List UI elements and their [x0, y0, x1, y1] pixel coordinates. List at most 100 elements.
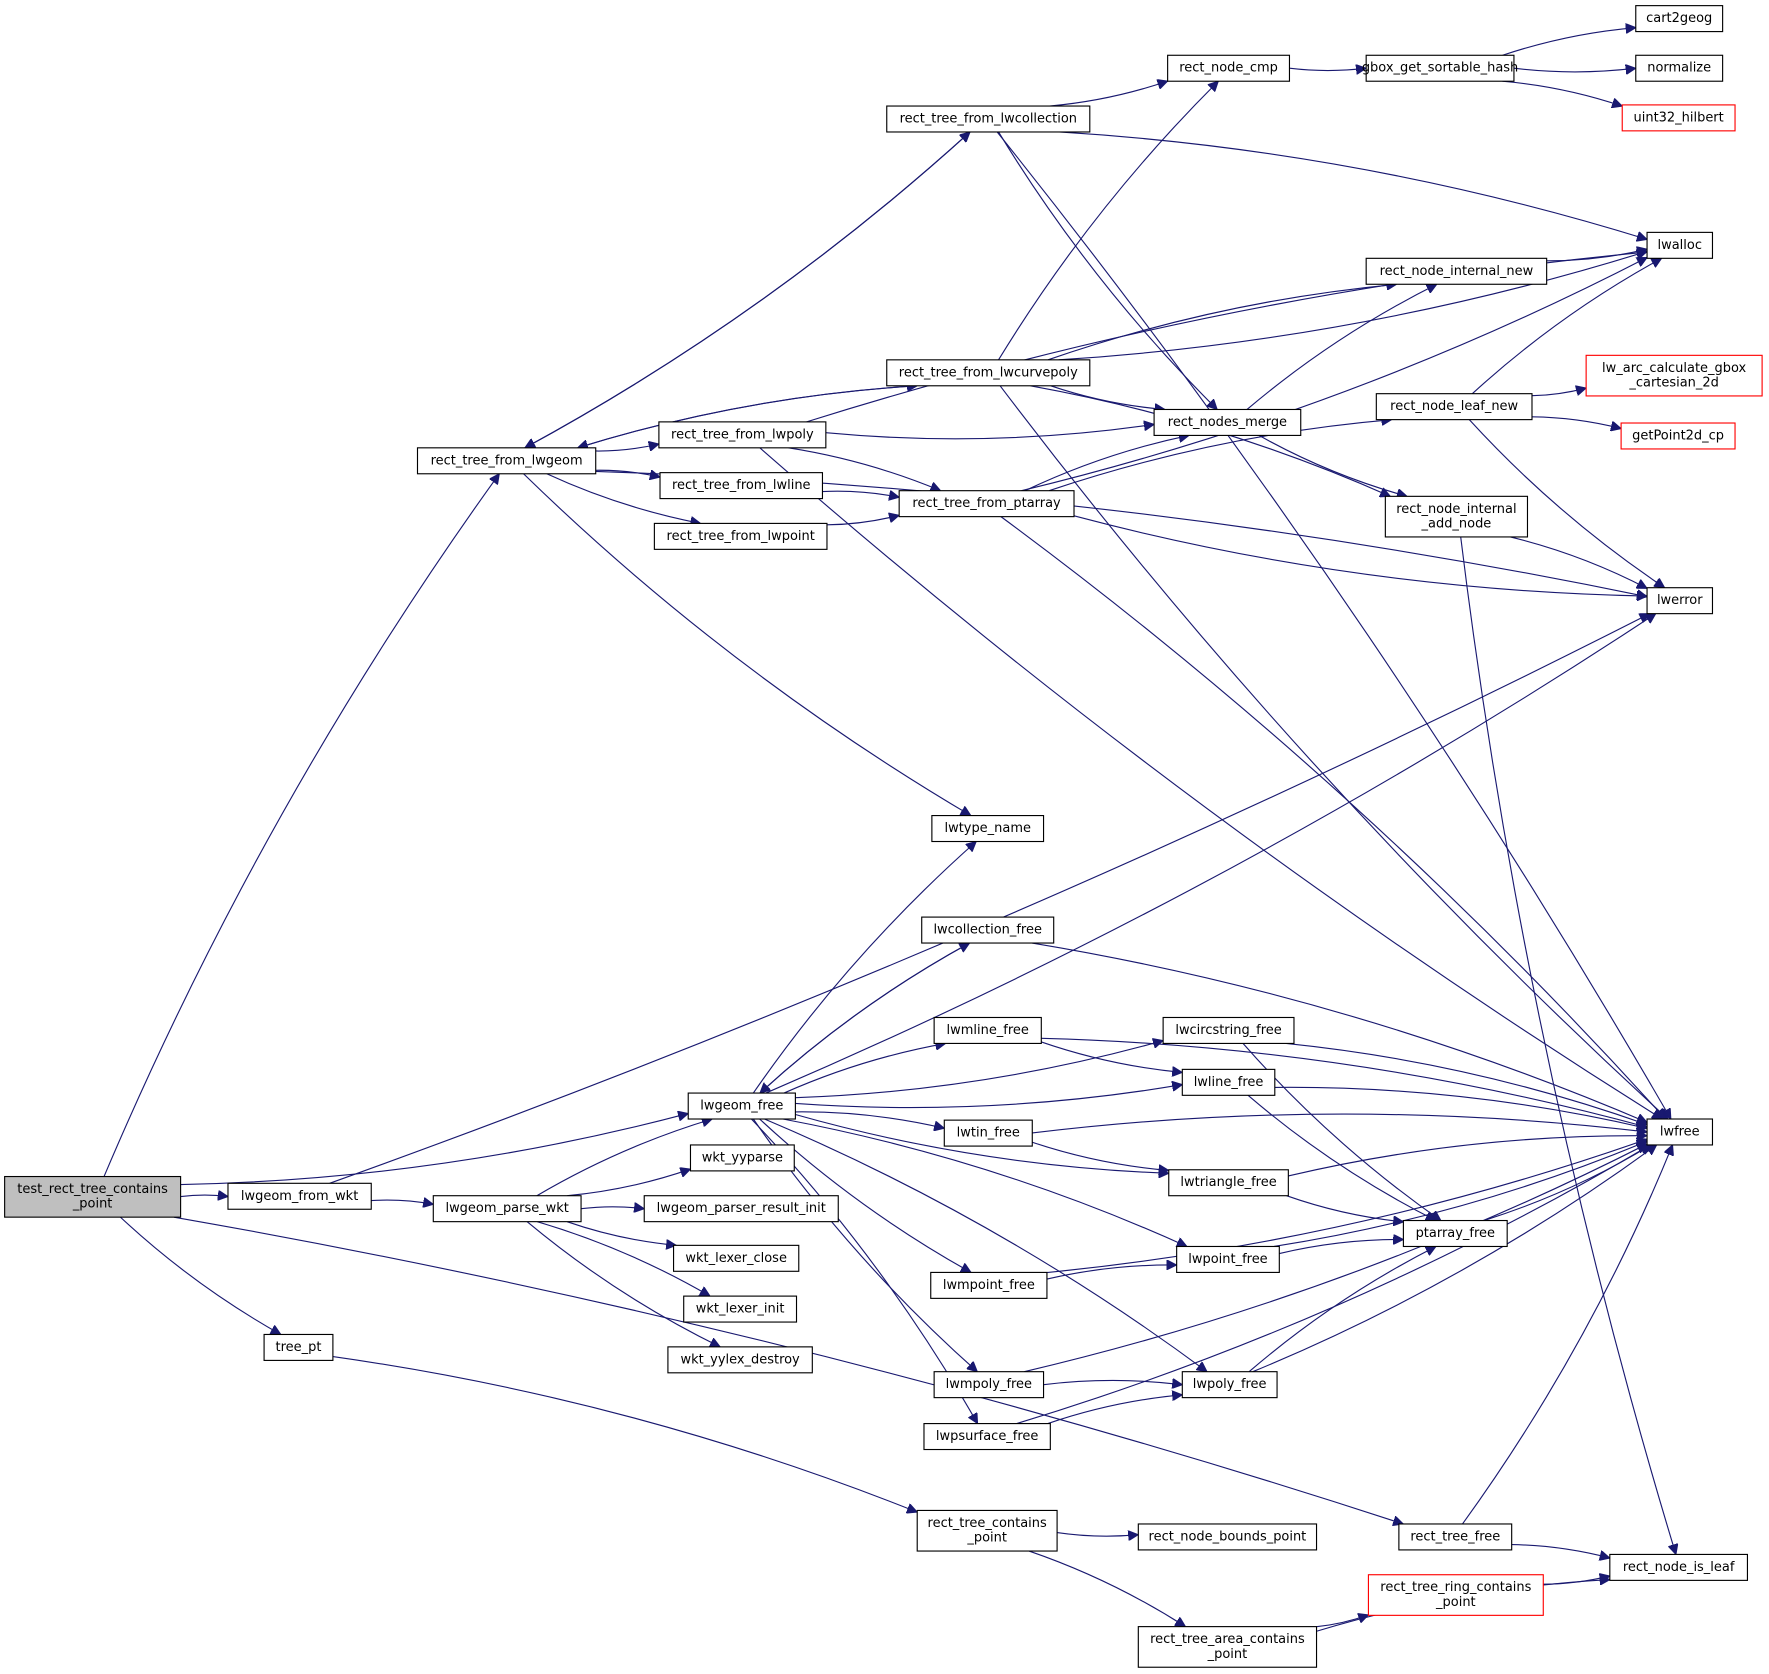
node-box[interactable]	[916, 1509, 1058, 1552]
node-box[interactable]	[1375, 393, 1533, 421]
node-rn_is_leaf[interactable]: rect_node_is_leaf	[1609, 1553, 1749, 1581]
node-lwerror[interactable]: lwerror	[1646, 587, 1714, 615]
node-box[interactable]	[416, 447, 597, 475]
node-box[interactable]	[689, 1144, 795, 1172]
node-box[interactable]	[898, 490, 1075, 518]
node-rn_merge[interactable]: rect_nodes_merge	[1153, 408, 1302, 436]
node-box[interactable]	[227, 1182, 372, 1210]
node-box[interactable]	[653, 522, 828, 550]
node-rt_ring[interactable]: rect_tree_ring_contains_point	[1367, 1574, 1544, 1616]
node-box[interactable]	[1609, 1553, 1749, 1581]
node-lwtype_name[interactable]: lwtype_name	[931, 815, 1045, 843]
node-lwgeom_from_wkt[interactable]: lwgeom_from_wkt	[227, 1182, 372, 1210]
node-rt_contains[interactable]: rect_tree_contains_point	[916, 1509, 1058, 1552]
node-yylex_destroy[interactable]: wkt_yylex_destroy	[667, 1346, 813, 1374]
node-box[interactable]	[1646, 587, 1714, 615]
node-lwpsurf_free[interactable]: lwpsurface_free	[923, 1423, 1051, 1451]
node-box[interactable]	[1402, 1219, 1508, 1248]
node-box[interactable]	[1168, 1169, 1289, 1197]
node-box[interactable]	[1153, 408, 1302, 436]
node-box[interactable]	[1384, 495, 1529, 538]
node-lexer_close[interactable]: wkt_lexer_close	[672, 1244, 800, 1272]
node-box[interactable]	[1137, 1523, 1318, 1551]
node-box[interactable]	[1181, 1068, 1276, 1096]
node-box[interactable]	[687, 1092, 796, 1120]
node-rn_int_new[interactable]: rect_node_internal_new	[1365, 257, 1548, 285]
node-box[interactable]	[943, 1119, 1033, 1147]
node-lwtin_free[interactable]: lwtin_free	[943, 1119, 1033, 1147]
node-lwfree[interactable]: lwfree	[1646, 1118, 1714, 1146]
node-rtf_lwline[interactable]: rect_tree_from_lwline	[659, 472, 824, 500]
node-lwgeom_free[interactable]: lwgeom_free	[687, 1092, 796, 1120]
node-lwmpoly_free[interactable]: lwmpoly_free	[933, 1371, 1045, 1399]
node-gbox_hash[interactable]: gbox_get_sortable_hash	[1362, 54, 1518, 82]
node-box[interactable]	[643, 1195, 839, 1223]
node-lwmpoint_free[interactable]: lwmpoint_free	[930, 1271, 1048, 1299]
node-root[interactable]: test_rect_tree_contains_point	[4, 1175, 182, 1218]
node-lwcoll_free[interactable]: lwcollection_free	[921, 916, 1055, 944]
node-box[interactable]	[886, 359, 1091, 387]
node-box[interactable]	[923, 1423, 1051, 1451]
node-box[interactable]	[930, 1271, 1048, 1299]
node-rn_bounds[interactable]: rect_node_bounds_point	[1137, 1523, 1318, 1551]
node-lexer_init[interactable]: wkt_lexer_init	[683, 1295, 798, 1323]
node-box[interactable]	[921, 916, 1055, 944]
node-box[interactable]	[1367, 1574, 1544, 1616]
node-box[interactable]	[1176, 1245, 1280, 1273]
node-lwcirc_free[interactable]: lwcircstring_free	[1162, 1016, 1295, 1044]
node-box[interactable]	[659, 472, 824, 500]
node-box[interactable]	[1137, 1626, 1318, 1668]
node-box[interactable]	[1646, 1118, 1714, 1146]
node-box[interactable]	[4, 1175, 182, 1218]
node-box[interactable]	[263, 1333, 334, 1361]
node-box[interactable]	[1167, 54, 1291, 82]
node-box[interactable]	[1635, 5, 1724, 33]
node-rn_int_add[interactable]: rect_node_internal_add_node	[1384, 495, 1529, 538]
node-lwgeom_parse_wkt[interactable]: lwgeom_parse_wkt	[432, 1195, 582, 1223]
node-uint32_hilbert[interactable]: uint32_hilbert	[1621, 104, 1736, 132]
node-box[interactable]	[1398, 1523, 1513, 1551]
node-lwpoint_free[interactable]: lwpoint_free	[1176, 1245, 1280, 1273]
node-box[interactable]	[933, 1016, 1042, 1044]
node-tree_pt[interactable]: tree_pt	[263, 1333, 334, 1361]
node-cart2geog[interactable]: cart2geog	[1635, 5, 1724, 33]
node-box[interactable]	[1646, 231, 1714, 259]
node-box[interactable]	[1585, 354, 1763, 397]
node-ptarray_free[interactable]: ptarray_free	[1402, 1219, 1508, 1248]
node-rtf_lwpoint[interactable]: rect_tree_from_lwpoint	[653, 522, 828, 550]
node-rn_cmp[interactable]: rect_node_cmp	[1167, 54, 1291, 82]
node-box[interactable]	[1635, 54, 1724, 82]
node-normalize[interactable]: normalize	[1635, 54, 1724, 82]
node-getpoint[interactable]: getPoint2d_cp	[1620, 422, 1736, 450]
node-box[interactable]	[1620, 422, 1736, 450]
node-rtf_ptarray[interactable]: rect_tree_from_ptarray	[898, 490, 1075, 518]
node-box[interactable]	[658, 421, 827, 449]
node-rtf_lwpoly[interactable]: rect_tree_from_lwpoly	[658, 421, 827, 449]
node-lwtri_free[interactable]: lwtriangle_free	[1168, 1169, 1289, 1197]
node-box[interactable]	[1181, 1371, 1278, 1399]
node-rtf_lwgeom[interactable]: rect_tree_from_lwgeom	[416, 447, 597, 475]
node-lwalloc[interactable]: lwalloc	[1646, 231, 1714, 259]
node-box[interactable]	[1621, 104, 1736, 132]
node-box[interactable]	[886, 105, 1091, 133]
node-box[interactable]	[1365, 54, 1515, 82]
node-rtf_lwcoll[interactable]: rect_tree_from_lwcollection	[886, 105, 1091, 133]
node-box[interactable]	[1365, 257, 1548, 285]
node-lwpoly_free[interactable]: lwpoly_free	[1181, 1371, 1278, 1399]
node-rt_free[interactable]: rect_tree_free	[1398, 1523, 1513, 1551]
node-box[interactable]	[432, 1195, 582, 1223]
node-box[interactable]	[683, 1295, 798, 1323]
node-rn_leaf_new[interactable]: rect_node_leaf_new	[1375, 393, 1533, 421]
node-wkt_yyparse[interactable]: wkt_yyparse	[689, 1144, 795, 1172]
node-box[interactable]	[672, 1244, 800, 1272]
node-rt_area[interactable]: rect_tree_area_contains_point	[1137, 1626, 1318, 1668]
node-box[interactable]	[667, 1346, 813, 1374]
node-box[interactable]	[1162, 1016, 1295, 1044]
node-lw_arc[interactable]: lw_arc_calculate_gbox_cartesian_2d	[1585, 354, 1763, 397]
node-lwmline_free[interactable]: lwmline_free	[933, 1016, 1042, 1044]
node-parser_init[interactable]: lwgeom_parser_result_init	[643, 1195, 839, 1223]
node-lwline_free[interactable]: lwline_free	[1181, 1068, 1276, 1096]
node-rtf_lwcurve[interactable]: rect_tree_from_lwcurvepoly	[886, 359, 1091, 387]
node-box[interactable]	[931, 815, 1045, 843]
node-box[interactable]	[933, 1371, 1045, 1399]
